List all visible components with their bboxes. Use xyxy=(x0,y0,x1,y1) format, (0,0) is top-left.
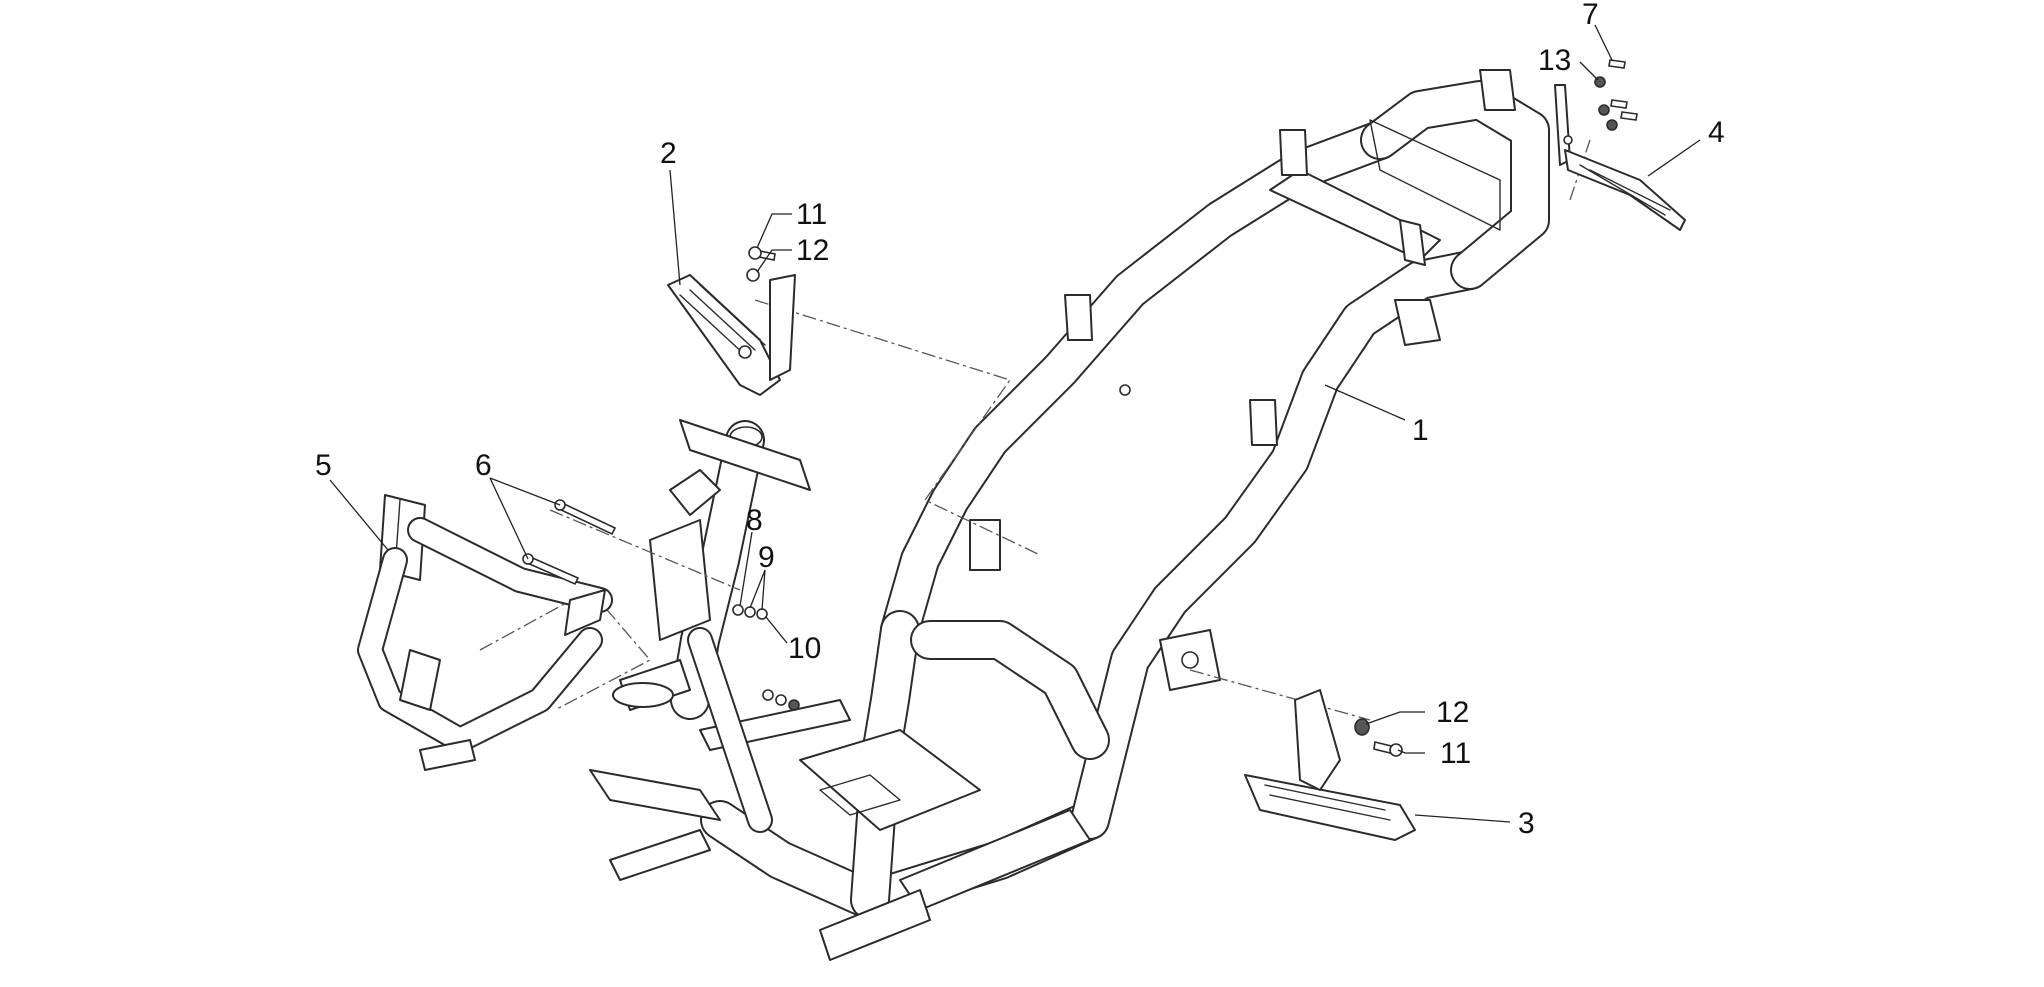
hardware-fasteners xyxy=(522,59,1638,757)
callout-2: 2 xyxy=(660,137,677,170)
callout-9: 9 xyxy=(758,541,775,574)
callout-12-upper: 12 xyxy=(796,234,829,267)
assembly-guide-lines xyxy=(479,139,1591,721)
steering-head-tube xyxy=(612,419,811,833)
leader-lines xyxy=(329,24,1701,823)
main-frame xyxy=(589,69,1550,961)
callout-labels: 1 2 3 4 5 6 7 8 9 10 11 12 11 12 13 xyxy=(315,0,1725,840)
rear-bracket xyxy=(1554,84,1686,231)
callout-13: 13 xyxy=(1538,44,1571,77)
callout-5: 5 xyxy=(315,449,332,482)
callout-10: 10 xyxy=(788,632,821,665)
callout-11-upper: 11 xyxy=(796,198,827,231)
callout-7: 7 xyxy=(1582,0,1599,31)
callout-4: 4 xyxy=(1708,116,1725,149)
callout-1: 1 xyxy=(1412,414,1429,447)
callout-6: 6 xyxy=(475,449,492,482)
callout-8: 8 xyxy=(746,504,763,537)
footrest-left xyxy=(667,274,796,396)
callout-3: 3 xyxy=(1518,807,1535,840)
callout-12-lower: 12 xyxy=(1436,696,1469,729)
front-bracket xyxy=(357,494,613,771)
footrest-right xyxy=(1244,689,1416,841)
callout-11-lower: 11 xyxy=(1440,737,1471,770)
